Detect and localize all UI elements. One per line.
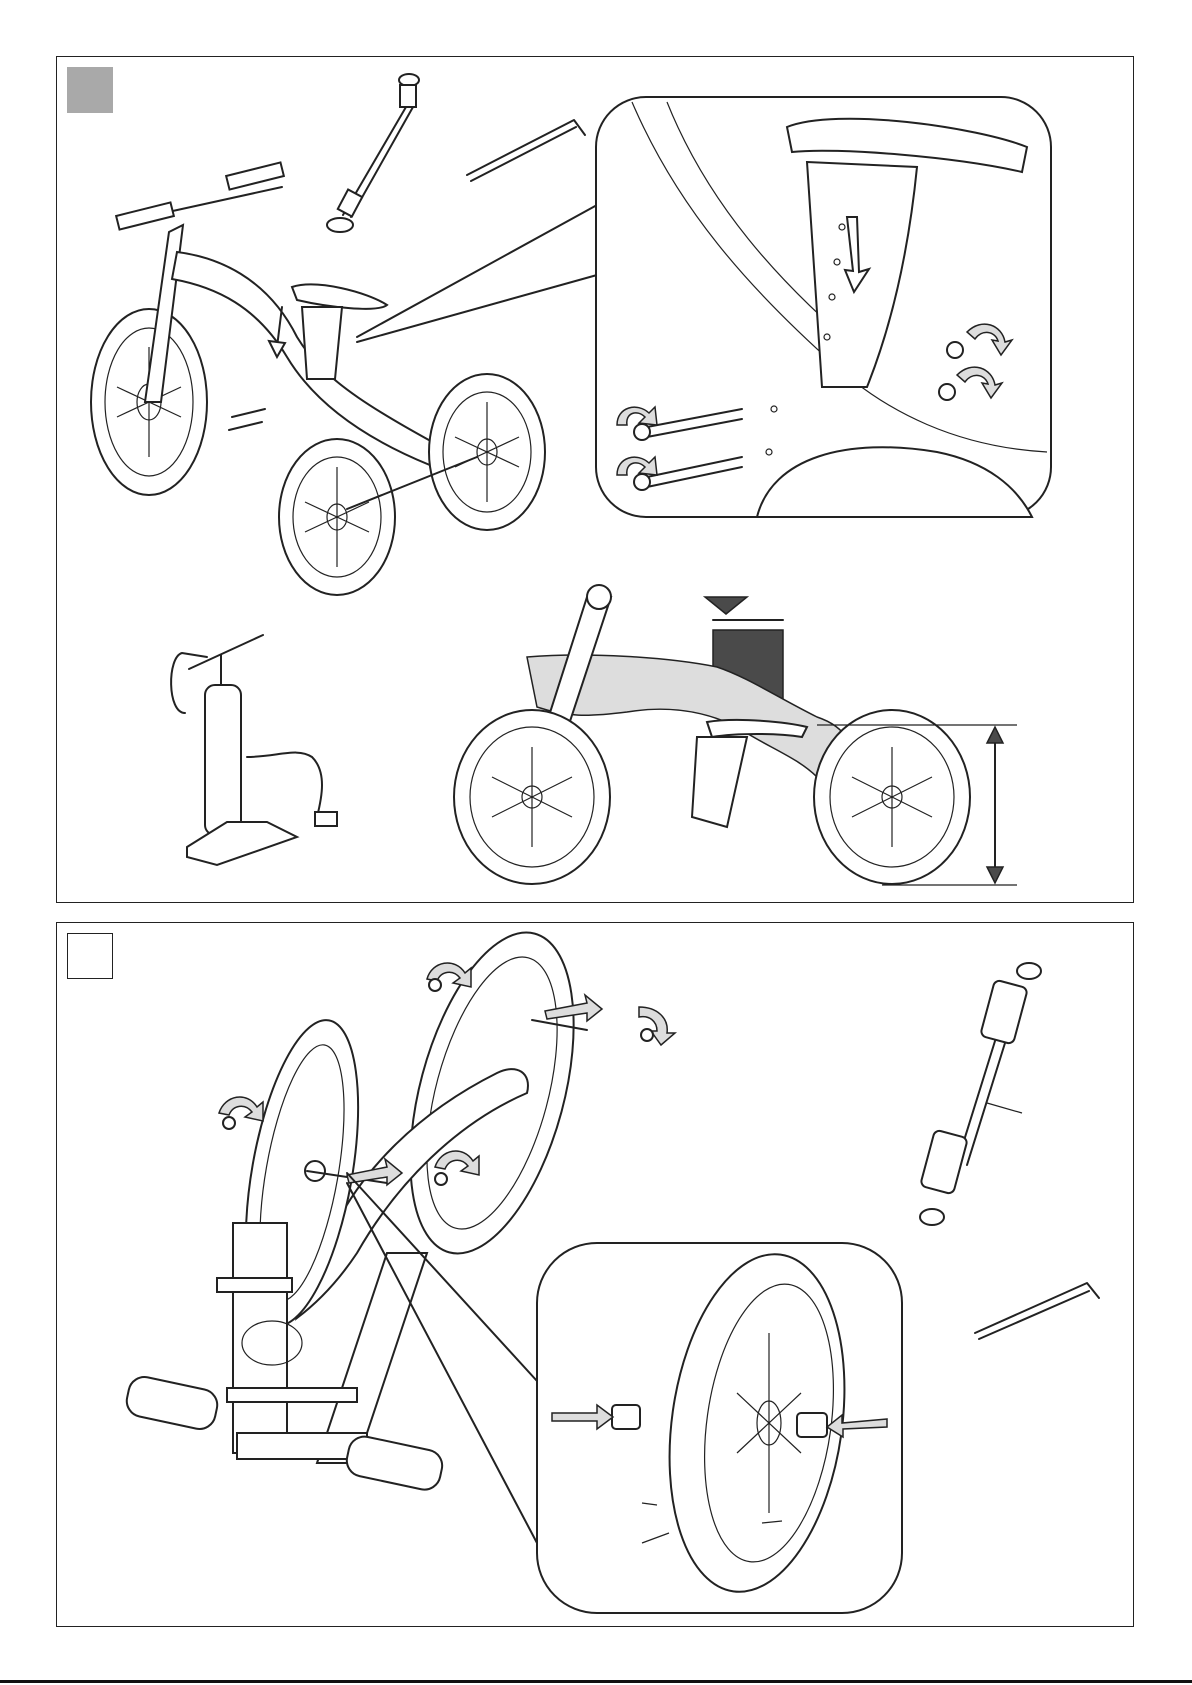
- hex-key-icon: [467, 120, 585, 181]
- step-1-illustration: [57, 57, 1135, 904]
- axle-icon: [920, 963, 1041, 1225]
- hex-key-icon: [975, 1283, 1099, 1339]
- step-1-panel: [56, 56, 1134, 903]
- step-2-panel: [56, 922, 1134, 1627]
- axle-icon: [327, 74, 419, 232]
- balance-bike-icon: [91, 162, 545, 595]
- balance-bike-side-icon: [454, 585, 970, 884]
- page-bottom-rule: [0, 1680, 1192, 1683]
- balance-bike-upright-icon: [124, 915, 604, 1493]
- air-pump-icon: [171, 635, 337, 865]
- step-2-illustration: [57, 923, 1135, 1628]
